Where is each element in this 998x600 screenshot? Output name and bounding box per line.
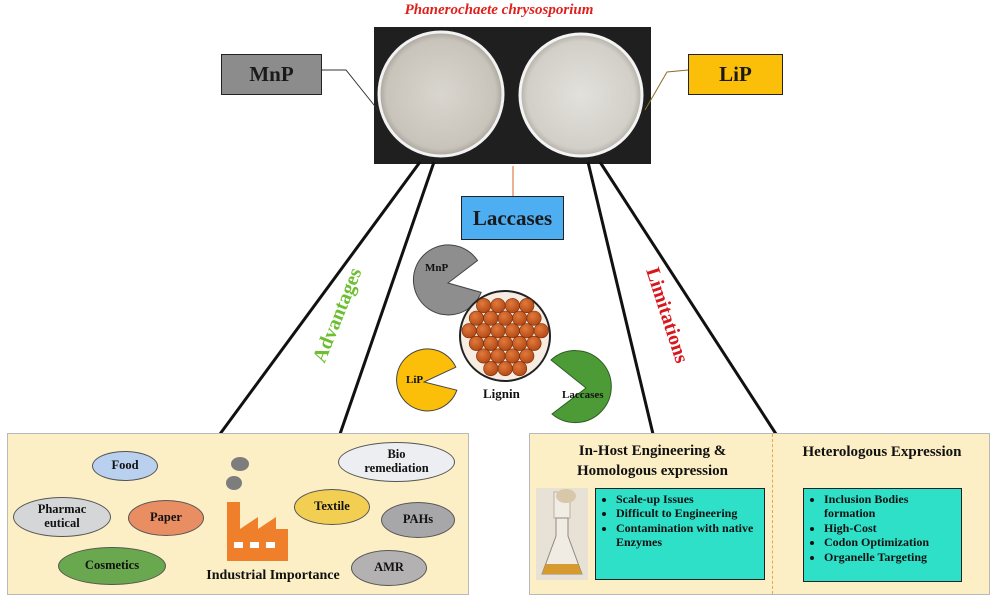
pacman-lip-label: LiP: [406, 374, 424, 386]
lignin-cell: [504, 323, 520, 339]
pacman-mnp: [412, 244, 482, 316]
lignin-cell: [512, 310, 528, 326]
cosmetics-label: Cosmetics: [84, 558, 140, 573]
mnp-connector: [322, 69, 379, 111]
lignin-cells: [461, 298, 549, 377]
limitations-panel: In-Host Engineering & Homologous express…: [529, 433, 990, 595]
pacman-lip: [396, 348, 458, 412]
lignin-cell: [519, 298, 535, 314]
in-host-point: Difficult to Engineering: [616, 506, 760, 520]
lignin-cell: [533, 323, 549, 339]
paper-oval: Paper: [128, 500, 204, 536]
lignin-cell: [483, 310, 499, 326]
panel-divider: [772, 434, 773, 594]
heterologous-point: Organelle Targeting: [824, 550, 957, 564]
heterologous-heading: Heterologous Expression: [802, 444, 962, 460]
laccases-box: Laccases: [461, 196, 564, 240]
lignin-label: Lignin: [483, 386, 520, 401]
lignin-cell: [476, 323, 492, 339]
paper-label: Paper: [150, 510, 182, 525]
lignin-cell: [490, 298, 506, 314]
textile-oval: Textile: [294, 489, 370, 525]
pharmaceutical-oval: Pharmac eutical: [13, 497, 111, 537]
cosmetics-oval: Cosmetics: [58, 547, 166, 585]
lignin-cell: [468, 335, 484, 351]
lignin-cell: [504, 298, 520, 314]
food-label: Food: [111, 458, 139, 473]
lignin-cell: [497, 361, 513, 377]
bioremediation-label: Bio remediation: [364, 447, 429, 475]
limitations-line-inner: [586, 161, 655, 435]
food-oval: Food: [92, 451, 158, 481]
in-host-heading: In-Host Engineering & Homologous express…: [540, 442, 765, 481]
advantages-line-outer: [218, 161, 422, 435]
pacman-laccases-label: Laccases: [562, 389, 604, 401]
amr-oval: AMR: [351, 550, 427, 586]
petri-dish-left: [377, 30, 505, 158]
lignin-cell: [512, 335, 528, 351]
lignin-cell: [512, 361, 528, 377]
lignin-cell: [497, 335, 513, 351]
industrial-importance-panel: Food Bio remediation Pharmac eutical Pap…: [7, 433, 469, 595]
in-host-notes: Scale-up Issues Difficult to Engineering…: [595, 488, 765, 580]
mnp-box: MnP: [221, 54, 322, 95]
textile-label: Textile: [314, 499, 350, 514]
lignin-cell: [490, 348, 506, 364]
pahs-oval: PAHs: [381, 502, 455, 538]
petri-dish-right: [518, 32, 644, 158]
amr-label: AMR: [374, 560, 404, 575]
factory-icon: [226, 457, 288, 561]
in-host-point: Contamination with native Enzymes: [616, 521, 760, 550]
bioremediation-oval: Bio remediation: [338, 442, 455, 482]
lignin-cell: [519, 323, 535, 339]
limitations-line-outer: [598, 161, 778, 435]
in-host-heading-line2: Homologous expression: [577, 462, 728, 479]
lip-connector: [644, 69, 689, 111]
lignin-cell: [504, 348, 520, 364]
lignin-cell: [526, 310, 542, 326]
lignin-cell: [468, 310, 484, 326]
in-host-point: Scale-up Issues: [616, 492, 760, 506]
petri-dish-photo: [374, 27, 651, 164]
lignin-cell: [497, 310, 513, 326]
lignin-cell: [476, 298, 492, 314]
pharmaceutical-label: Pharmac eutical: [37, 502, 87, 530]
in-host-heading-line1: In-Host Engineering &: [578, 443, 727, 459]
lip-box: LiP: [688, 54, 783, 95]
lignin-cell: [519, 348, 535, 364]
pahs-label: PAHs: [402, 512, 434, 527]
lignin-cell: [490, 323, 506, 339]
lignin-cell: [476, 348, 492, 364]
flask-photo: [536, 488, 588, 580]
figure-title: Phanerochaete chrysosporium: [404, 2, 594, 18]
heterologous-point: Inclusion Bodies formation: [824, 492, 957, 521]
heterologous-point: Codon Optimization: [824, 535, 957, 549]
lignin-cell: [526, 335, 542, 351]
advantages-line-inner: [338, 161, 436, 435]
lignin-cell: [461, 323, 477, 339]
pacman-laccases: [550, 350, 612, 424]
pacman-mnp-label: MnP: [425, 262, 449, 274]
industrial-importance-caption: Industrial Importance: [206, 568, 340, 583]
heterologous-point: High-Cost: [824, 521, 957, 535]
heterologous-notes: Inclusion Bodies formation High-Cost Cod…: [803, 488, 962, 582]
lignin-cell: [483, 361, 499, 377]
lignin-cell: [483, 335, 499, 351]
